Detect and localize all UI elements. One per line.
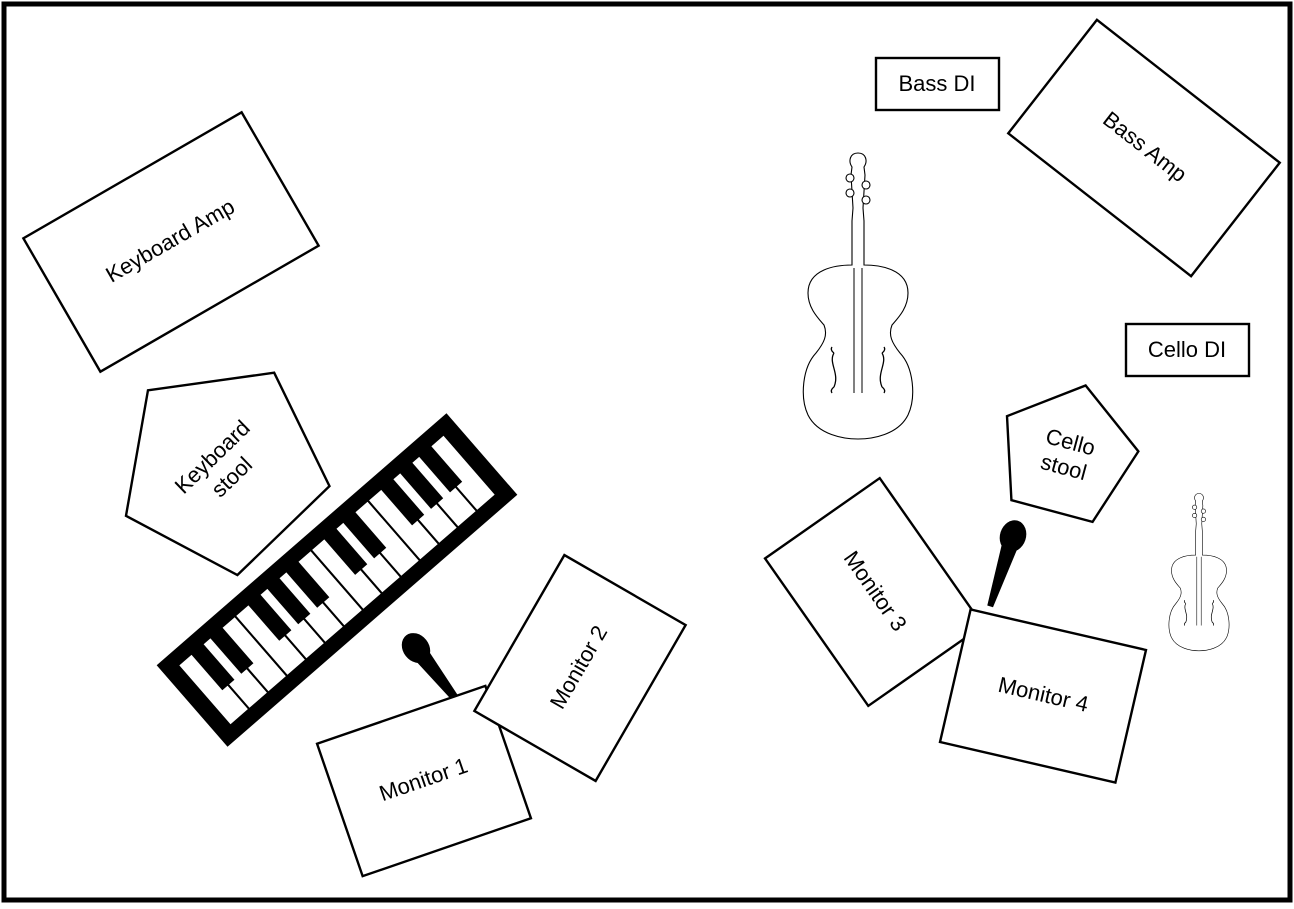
cello-stool: Cello stool: [1005, 384, 1140, 524]
bass-amp: Bass Amp: [1006, 18, 1282, 278]
black-key: [418, 445, 463, 493]
monitor-3: Monitor 3: [763, 476, 985, 708]
black-key: [266, 577, 311, 625]
monitor-1: Monitor 1: [315, 684, 533, 878]
black-key: [399, 462, 444, 509]
keyboard-icon: [156, 413, 518, 747]
monitor-4: Monitor 4: [938, 608, 1148, 784]
bass-di-label: Bass DI: [898, 71, 975, 96]
black-key: [323, 528, 368, 575]
cello-di: Cello DI: [1124, 322, 1251, 378]
black-key: [190, 643, 235, 691]
keyboard-amp: Keyboard Amp: [21, 110, 321, 374]
bass-di: Bass DI: [874, 56, 1001, 112]
monitor-2: Monitor 2: [472, 553, 688, 783]
black-key: [247, 594, 292, 641]
cello-di-label: Cello DI: [1148, 337, 1226, 362]
keyboard-stool: Keyboard stool: [124, 371, 331, 577]
black-key: [209, 627, 254, 674]
black-key: [285, 561, 330, 608]
cello-icon: [802, 152, 914, 440]
microphone-icon: [977, 516, 1031, 611]
violin-icon: [1168, 493, 1230, 652]
black-key: [380, 478, 425, 526]
black-key: [342, 511, 387, 559]
